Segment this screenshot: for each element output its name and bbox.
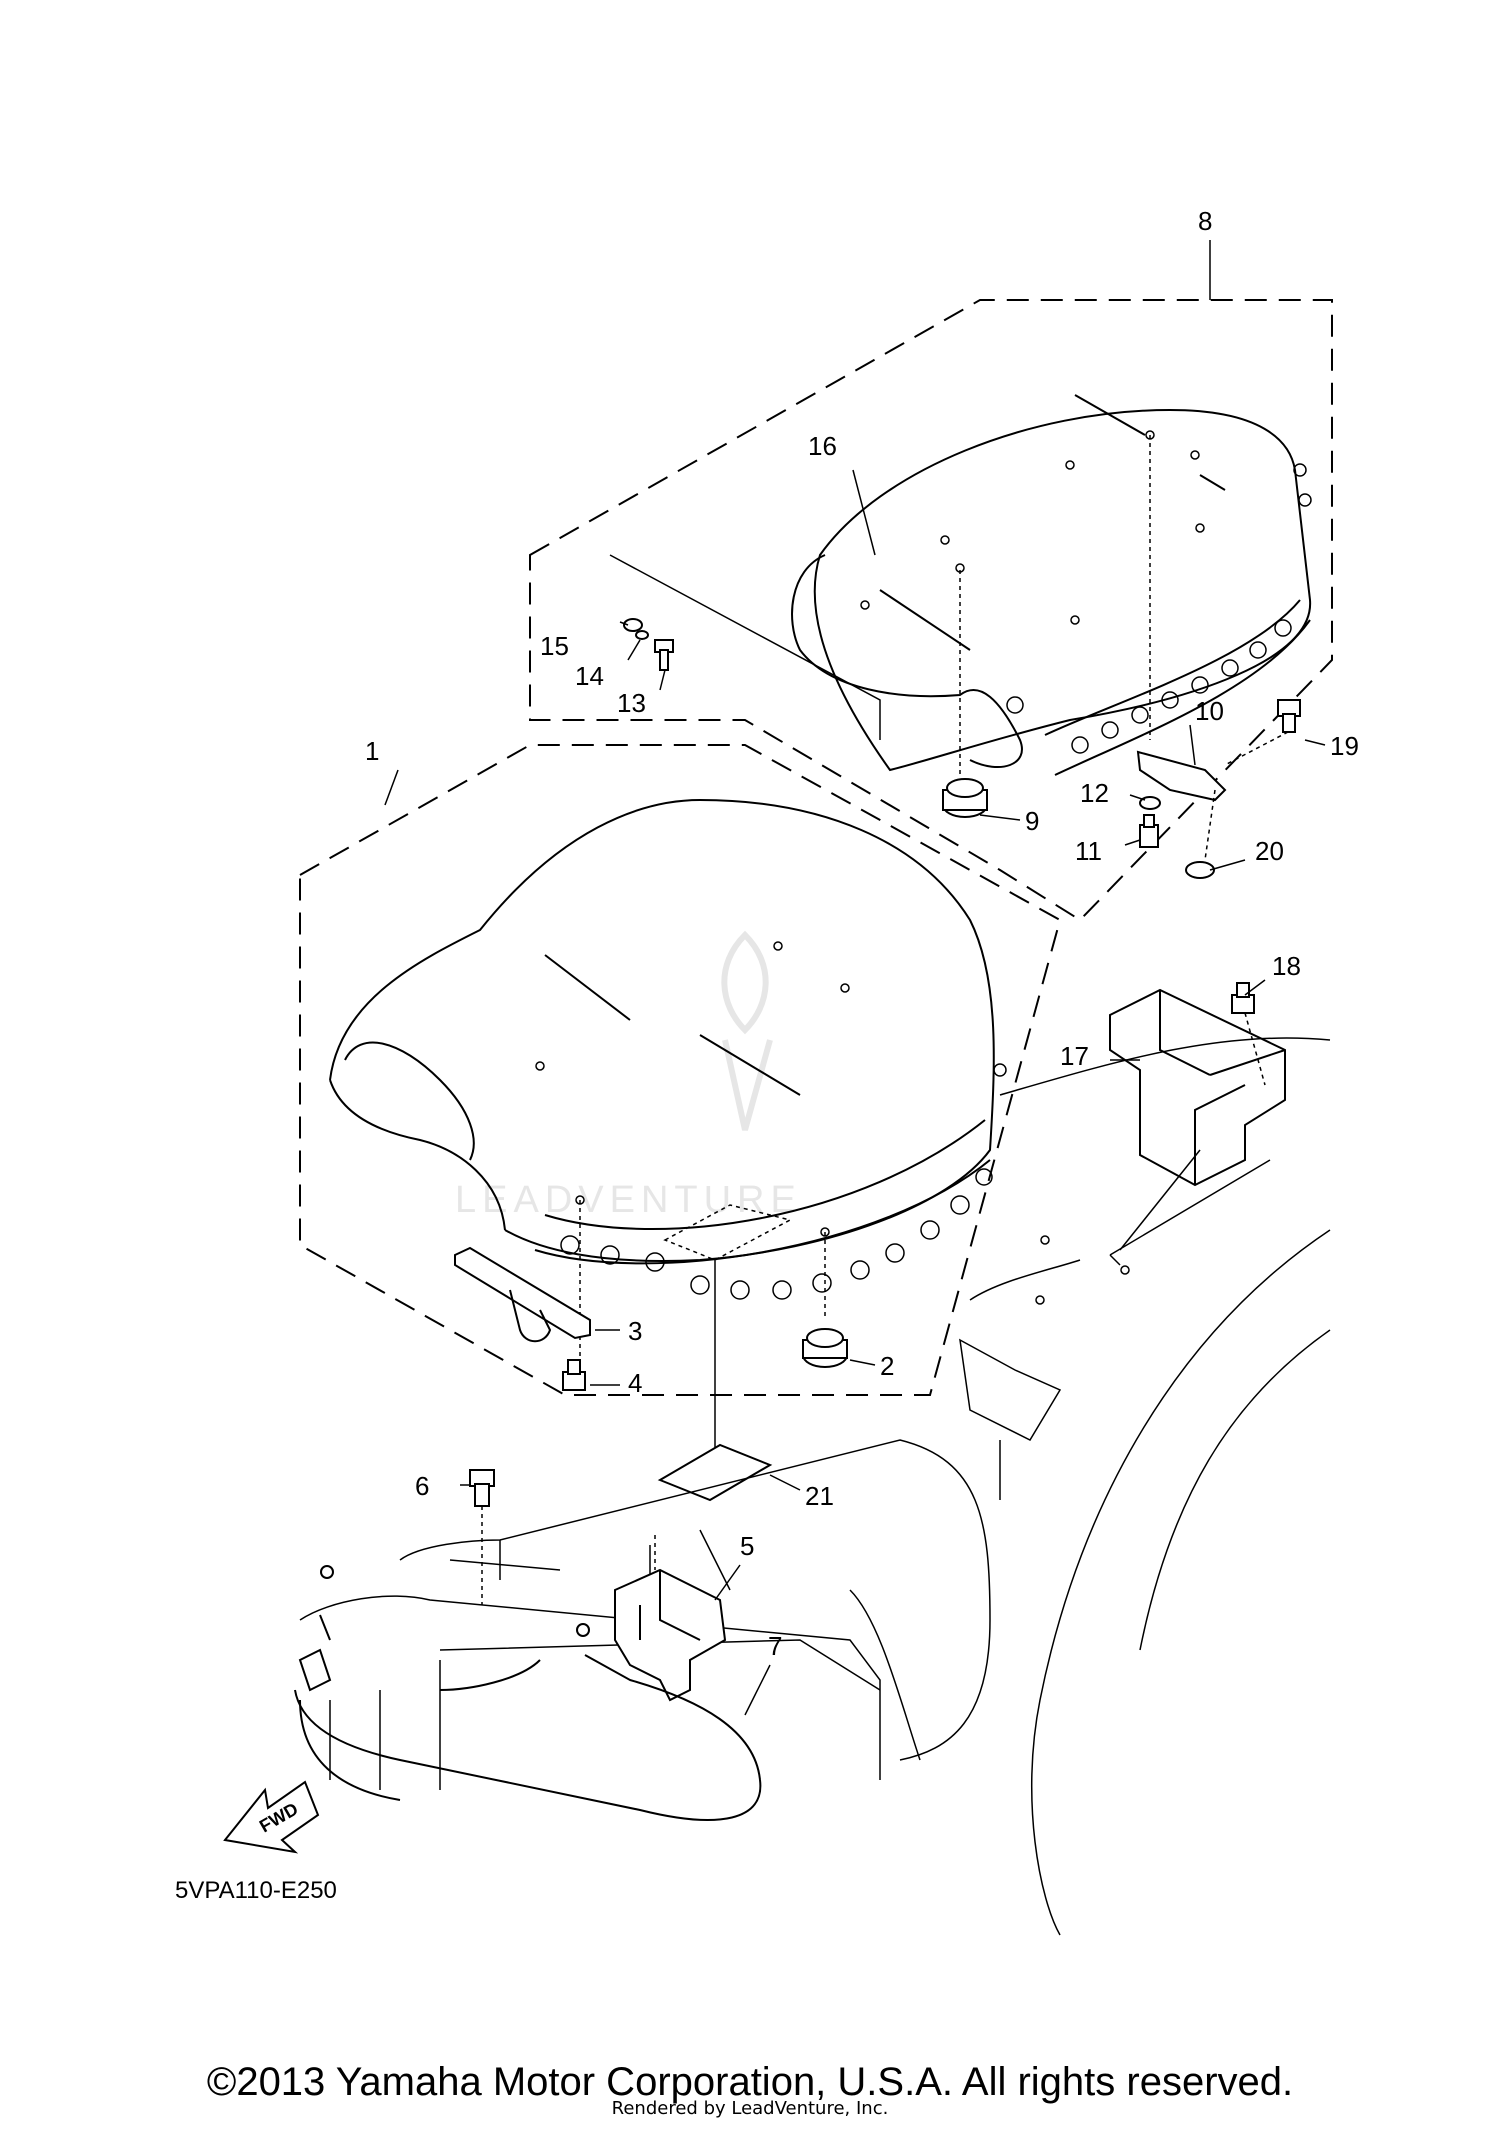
callout-7: 7 [768, 1631, 782, 1661]
fastener-leader [609, 554, 881, 740]
callout-13: 13 [617, 688, 646, 718]
callout-2: 2 [880, 1351, 894, 1381]
part-13-bolt [654, 639, 674, 671]
callout-19: 19 [1330, 731, 1359, 761]
part-15-washer [623, 618, 643, 632]
mount-line-19 [1224, 731, 1289, 766]
part-4-bolt [562, 1359, 586, 1391]
part-6-bolt [469, 1469, 495, 1507]
callout-6: 6 [415, 1471, 429, 1501]
part-10-bracket [1136, 750, 1227, 802]
part-17-bracket [1109, 988, 1286, 1187]
callout-18: 18 [1272, 951, 1301, 981]
part-3-bracket [454, 1246, 591, 1343]
callout-1: 1 [365, 736, 379, 766]
part-18-bolt [1231, 982, 1255, 1014]
front-seat-group-outline [299, 744, 1062, 1396]
rear-seat-side-band [1044, 599, 1311, 776]
callout-17: 17 [1060, 1041, 1089, 1071]
part-7-seat-lock-cable [294, 1565, 762, 1821]
front-seat-front-edge [329, 1041, 506, 1231]
front-seat-crease-2 [699, 1034, 801, 1096]
callout-11: 11 [1075, 836, 1102, 866]
part-2-damper [802, 1328, 848, 1368]
mount-line-20 [1204, 789, 1216, 861]
front-seat-side-band [534, 1119, 991, 1265]
part-20-pad [1185, 861, 1215, 879]
callout-16: 16 [808, 431, 837, 461]
callout-labels: 1 2 3 4 5 6 7 8 9 10 11 12 13 14 15 16 1… [365, 206, 1359, 1661]
rear-seat-front-edge [791, 554, 1023, 769]
part-9-damper [942, 778, 988, 818]
callout-8: 8 [1198, 206, 1212, 236]
part-19-bolt [1277, 699, 1301, 733]
front-seat-studs [560, 1063, 1007, 1300]
rear-seat-group-outline [529, 299, 1333, 922]
callout-10: 10 [1195, 696, 1224, 726]
part-5-seat-lock [614, 1568, 727, 1702]
part-11-bolt [1139, 814, 1159, 848]
label-location [663, 1204, 793, 1261]
callout-14: 14 [575, 661, 604, 691]
rear-seat-cushion [813, 408, 1312, 772]
frame-background [299, 1037, 1331, 1936]
watermark-flame-icon [721, 930, 773, 1131]
rendered-by-notice: Rendered by LeadVenture, Inc. [611, 2098, 889, 2119]
forward-direction-arrow: FWD [223, 1780, 320, 1854]
callout-15: 15 [540, 631, 569, 661]
callout-leaders [384, 240, 1326, 1716]
callout-4: 4 [628, 1368, 642, 1398]
rear-seat-crease-2 [1199, 474, 1226, 491]
watermark-text: LEADVENTURE [455, 1179, 802, 1221]
callout-5: 5 [740, 1531, 754, 1561]
diagram-code: 5VPA110-E250 [175, 1877, 337, 1904]
rear-seat-crease-3 [879, 589, 971, 651]
rear-seat-crease [1074, 394, 1146, 436]
rear-seat-studs [1006, 463, 1312, 754]
forward-arrow-icon [223, 1780, 320, 1854]
callout-3: 3 [628, 1316, 642, 1346]
rear-seat-group [529, 299, 1333, 922]
callout-20: 20 [1255, 836, 1284, 866]
callout-9: 9 [1025, 806, 1039, 836]
rear-seat-mount-holes [860, 430, 1205, 625]
part-14-lock-washer [635, 630, 649, 640]
front-seat-group [299, 744, 1062, 1460]
leadventure-watermark: LEADVENTURE [455, 930, 802, 1221]
callout-12: 12 [1080, 778, 1109, 808]
copyright-notice: ©2013 Yamaha Motor Corporation, U.S.A. A… [206, 2060, 1294, 2104]
front-seat-crease [544, 954, 631, 1021]
part-21-label [657, 1443, 773, 1502]
callout-21: 21 [805, 1481, 834, 1511]
